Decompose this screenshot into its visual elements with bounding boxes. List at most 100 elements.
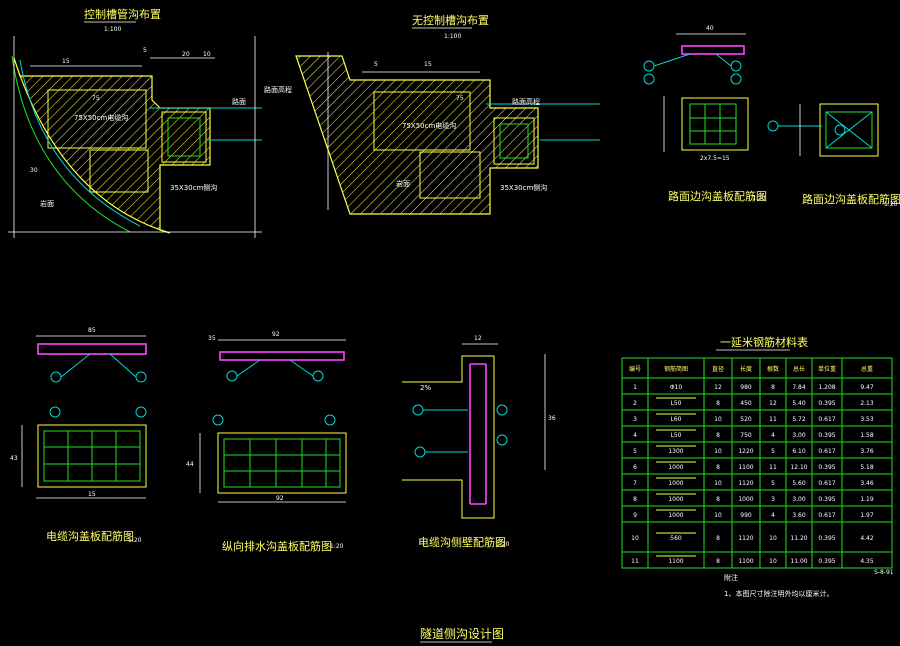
table-cell: 8	[771, 384, 775, 391]
table-cell: 3.53	[860, 416, 874, 423]
table-cell: 6	[633, 464, 637, 471]
table-cell: 3.00	[792, 496, 806, 503]
v6-dim-92-bottom: 92	[276, 495, 284, 502]
table-cell: 10	[714, 448, 722, 455]
table-cell: 4.35	[860, 558, 874, 565]
table-cell: 1.19	[860, 496, 874, 503]
v2-label-drain: 35X30cm侧沟	[500, 183, 547, 192]
v5-dim-85: 85	[88, 327, 96, 334]
view4-scale: 1:20	[884, 201, 898, 208]
view-drain-cover: 92 35 44 92 纵向排水沟盖板配筋图 1:20	[186, 331, 347, 553]
v1-label-drain: 35X30cm侧沟	[170, 183, 217, 192]
table-cell: 5	[771, 480, 775, 487]
table-cell: 8	[716, 464, 720, 471]
v1-label-rock: 岩面	[40, 199, 54, 208]
table-cell: 0.617	[818, 448, 835, 455]
v2-dim-75: 75	[456, 95, 464, 102]
table-cell: 1.208	[818, 384, 835, 391]
v7-slope: 2%	[420, 384, 431, 392]
view1-title: 控制槽管沟布置	[84, 7, 161, 21]
table-cell: 1100	[668, 558, 683, 565]
table-cell: 11.00	[790, 558, 807, 565]
v1-dim-30: 30	[30, 167, 38, 174]
table-cell: 7	[633, 480, 637, 487]
table-cell: 10	[769, 558, 777, 565]
view6-title: 纵向排水沟盖板配筋图	[222, 539, 332, 553]
table-cell: 0.395	[818, 432, 835, 439]
v5-dim-43: 43	[10, 455, 18, 462]
table-cell: 0.395	[818, 464, 835, 471]
table-cell: 0.395	[818, 400, 835, 407]
table-cell: 1000	[668, 480, 683, 487]
view-cable-trench-left: 控制槽管沟布置 1:100 15 5 20 10 75 30 75X50cm电缆…	[8, 7, 292, 238]
table-cell: 750	[740, 432, 752, 439]
table-cell: 5.18	[860, 464, 874, 471]
table-cell: 8	[716, 432, 720, 439]
v3-dim-2x: 2x7.5=15	[700, 155, 730, 162]
view-cable-cover: 85 15 43 电缆沟盖板配筋图 1:20	[10, 327, 147, 544]
v1-label-road: 路面	[232, 97, 246, 106]
table-cell: 11	[631, 558, 639, 565]
table-header-cell: 单位重	[818, 365, 836, 373]
view6-scale: 1:20	[330, 543, 344, 550]
table-cell: 1.97	[860, 512, 874, 519]
table-cell: 0.617	[818, 416, 835, 423]
table-cell: 980	[740, 384, 752, 391]
table-cell: 1300	[668, 448, 683, 455]
table-cell: 560	[670, 535, 682, 542]
table-cell: 4	[633, 432, 637, 439]
table-cell: 10	[714, 416, 722, 423]
v1-label-level: 路面高程	[264, 85, 292, 94]
table-cell: 1	[633, 384, 637, 391]
table-cell: 3.76	[860, 448, 874, 455]
v7-dim-36: 36	[548, 415, 556, 422]
v1-dim-20: 20	[182, 51, 190, 58]
table-header-cell: 总重	[861, 365, 873, 373]
table-cell: 0.395	[818, 535, 835, 542]
table-cell: 8	[633, 496, 637, 503]
table-cell: 1100	[738, 558, 753, 565]
view7-title: 电缆沟侧壁配筋图	[418, 535, 506, 549]
table-cell: 0.395	[818, 496, 835, 503]
table-cell: 0.395	[818, 558, 835, 565]
table-cell: L50	[671, 432, 682, 439]
view-cable-trench-right: 无控制槽沟布置 1:100 5 15 75 75X50cm电缆沟 35X30cm…	[295, 13, 600, 215]
table-cell: 0.617	[818, 512, 835, 519]
table-header-cell: 根数	[767, 365, 779, 373]
table-cell: 12	[714, 384, 722, 391]
table-cell: 9	[633, 512, 637, 519]
v2-dim-5: 5	[374, 61, 378, 68]
table-cell: 4	[771, 512, 775, 519]
table-header-cell: 总长	[793, 365, 805, 373]
note-title: 附注	[724, 573, 738, 582]
view2-title: 无控制槽沟布置	[412, 13, 489, 27]
table-cell: 990	[740, 512, 752, 519]
table-cell: 0.617	[818, 480, 835, 487]
table-cell: 3	[771, 496, 775, 503]
v2-label-road: 路面高程	[512, 97, 540, 106]
v6-dim-92: 92	[272, 331, 280, 338]
table-cell: 1.58	[860, 432, 874, 439]
v7-dim-12: 12	[474, 335, 482, 342]
v2-dim-15: 15	[424, 61, 432, 68]
table-cell: 6.10	[792, 448, 806, 455]
v2-label-cable: 75X50cm电缆沟	[402, 121, 456, 130]
table-cell: 5.60	[792, 480, 806, 487]
table-cell: 3	[633, 416, 637, 423]
table-cell: 1000	[668, 464, 683, 471]
view5-scale: 1:20	[128, 537, 142, 544]
table-cell: 2.13	[860, 400, 874, 407]
table-cell: 1000	[668, 496, 683, 503]
table-cell: 10	[714, 480, 722, 487]
table-cell: 8	[716, 496, 720, 503]
table-cell: 1100	[738, 464, 753, 471]
view3-title: 路面边沟盖板配筋图	[668, 189, 767, 203]
table-header-cell: 钢筋简图	[664, 365, 688, 373]
table-cell: L60	[671, 416, 682, 423]
v1-dim-15: 15	[62, 58, 70, 65]
table-frame	[621, 357, 893, 569]
table-cell: 1220	[738, 448, 753, 455]
v3-dim-40: 40	[706, 25, 714, 32]
